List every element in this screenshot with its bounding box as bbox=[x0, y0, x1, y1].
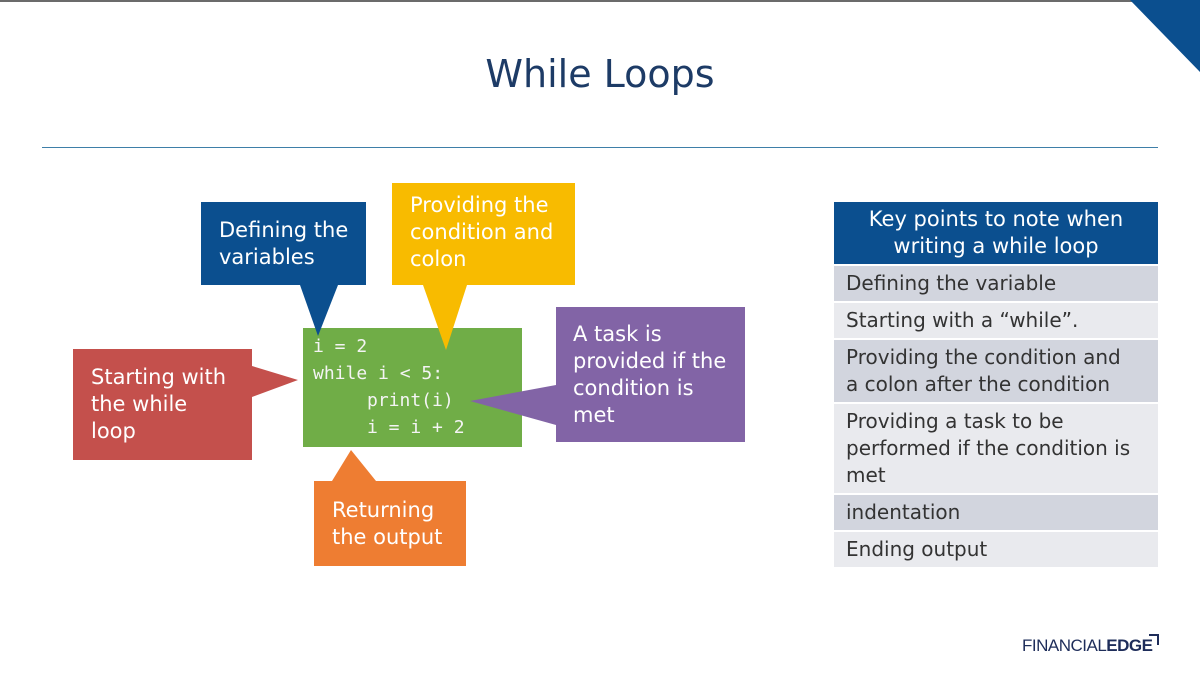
callout-task: A task is provided if the condition is m… bbox=[573, 321, 726, 429]
key-point-line: performed if the condition is bbox=[846, 436, 1131, 460]
callout-task-line: condition is bbox=[573, 376, 694, 400]
key-point-row: Defining the variable bbox=[834, 264, 1158, 301]
key-points-header: Key points to note when writing a while … bbox=[834, 202, 1158, 264]
key-point-line: indentation bbox=[846, 500, 961, 524]
key-point-row: indentation bbox=[834, 493, 1158, 530]
callout-returning-line: Returning bbox=[332, 498, 435, 522]
logo-corner-icon bbox=[1149, 634, 1159, 645]
code-line-1: i = 2 bbox=[313, 336, 368, 357]
key-points-table: Key points to note when writing a while … bbox=[834, 202, 1158, 567]
logo-text-edge: EDGE bbox=[1106, 636, 1153, 655]
callout-defining: Defining the variables bbox=[219, 217, 348, 271]
callout-providing-line: Providing the bbox=[410, 193, 549, 217]
code-line-3: print(i) bbox=[367, 390, 454, 411]
code-line-4: i = i + 2 bbox=[367, 417, 465, 438]
key-point-line: a colon after the condition bbox=[846, 372, 1110, 396]
key-points-header-line: writing a while loop bbox=[893, 234, 1099, 258]
key-point-line: Starting with a “while”. bbox=[846, 308, 1079, 332]
callout-defining-line: Defining the bbox=[219, 218, 349, 242]
key-point-line: Ending output bbox=[846, 537, 988, 561]
callout-starting: Starting with the while loop bbox=[91, 364, 226, 445]
callout-task-line: A task is bbox=[573, 322, 662, 346]
key-point-line: Providing a task to be bbox=[846, 409, 1064, 433]
logo-text-financial: FINANCIAL bbox=[1022, 636, 1107, 655]
slide-title: While Loops bbox=[485, 52, 715, 96]
callout-returning-shape bbox=[314, 450, 466, 566]
callout-task-line: met bbox=[573, 403, 615, 427]
top-border bbox=[0, 0, 1200, 2]
callout-starting-line: loop bbox=[91, 419, 136, 443]
financial-edge-logo: FINANCIALEDGE bbox=[1022, 636, 1153, 660]
title-divider bbox=[42, 147, 1158, 148]
callout-starting-line: Starting with bbox=[91, 365, 227, 389]
key-point-line: met bbox=[846, 463, 886, 487]
key-point-row: Providing the condition and a colon afte… bbox=[834, 338, 1158, 402]
callout-returning-line: the output bbox=[332, 525, 443, 549]
callout-task-shape bbox=[470, 307, 745, 442]
callout-starting-shape bbox=[73, 349, 298, 460]
callout-returning: Returning the output bbox=[332, 497, 442, 551]
callout-providing-shape bbox=[392, 183, 575, 350]
callout-defining-line: variables bbox=[219, 245, 315, 269]
corner-accent bbox=[1130, 0, 1200, 72]
callout-providing-line: condition and bbox=[410, 220, 554, 244]
key-point-row: Ending output bbox=[834, 530, 1158, 567]
callout-starting-line: the while bbox=[91, 392, 188, 416]
code-line-2: while i < 5: bbox=[313, 363, 444, 384]
key-point-line: Providing the condition and bbox=[846, 345, 1121, 369]
callout-providing-line: colon bbox=[410, 247, 467, 271]
callout-providing: Providing the condition and colon bbox=[410, 192, 553, 273]
key-points-header-line: Key points to note when bbox=[868, 207, 1124, 231]
key-point-row: Providing a task to be performed if the … bbox=[834, 402, 1158, 493]
callout-defining-shape bbox=[201, 202, 366, 336]
key-point-row: Starting with a “while”. bbox=[834, 301, 1158, 338]
key-point-line: Defining the variable bbox=[846, 271, 1057, 295]
callout-task-line: provided if the bbox=[573, 349, 727, 373]
code-box bbox=[303, 328, 522, 447]
